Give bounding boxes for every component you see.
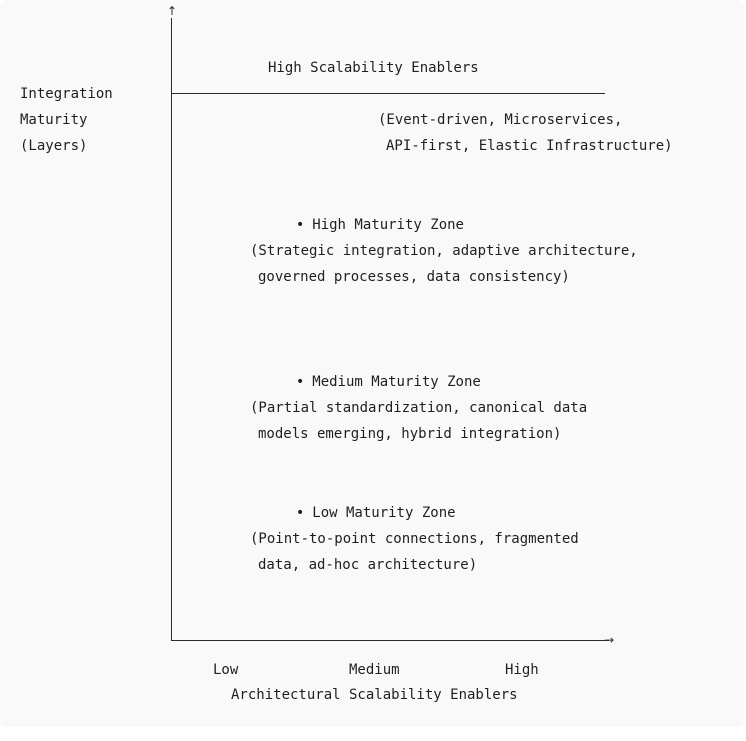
x-axis-title: Architectural Scalability Enablers	[231, 687, 518, 703]
low-zone-line-1: (Point-to-point connections, fragmented	[250, 531, 579, 547]
medium-zone-title: Medium Maturity Zone	[296, 374, 481, 390]
y-axis-label-line-3: (Layers)	[20, 138, 88, 154]
x-tick-high: High	[505, 662, 539, 678]
high-zone-line-1: (Strategic integration, adaptive archite…	[250, 243, 638, 259]
enablers-threshold-line	[172, 93, 605, 94]
high-zone-line-2: governed processes, data consistency)	[258, 269, 570, 285]
y-axis-label-line-2: Maturity	[20, 112, 88, 128]
medium-zone-line-2: models emerging, hybrid integration)	[258, 426, 562, 442]
enablers-title: High Scalability Enablers	[268, 60, 479, 76]
high-zone-title: High Maturity Zone	[296, 217, 464, 233]
low-zone-line-2: data, ad-hoc architecture)	[258, 557, 478, 573]
x-tick-medium: Medium	[349, 662, 400, 678]
enablers-line-1: (Event-driven, Microservices,	[378, 112, 623, 128]
y-axis-label-line-1: Integration	[20, 86, 113, 102]
medium-zone-line-1: (Partial standardization, canonical data	[250, 400, 588, 416]
arrow-up-icon: ↑	[167, 4, 178, 18]
x-tick-low: Low	[213, 662, 239, 678]
y-axis-line	[171, 18, 172, 640]
low-zone-title: Low Maturity Zone	[296, 505, 455, 521]
diagram-canvas: ↑ Integration Maturity (Layers) High Sca…	[0, 0, 744, 727]
arrow-right-icon: →	[604, 633, 615, 647]
enablers-line-2: API-first, Elastic Infrastructure)	[386, 138, 673, 154]
x-axis-line	[171, 640, 609, 641]
